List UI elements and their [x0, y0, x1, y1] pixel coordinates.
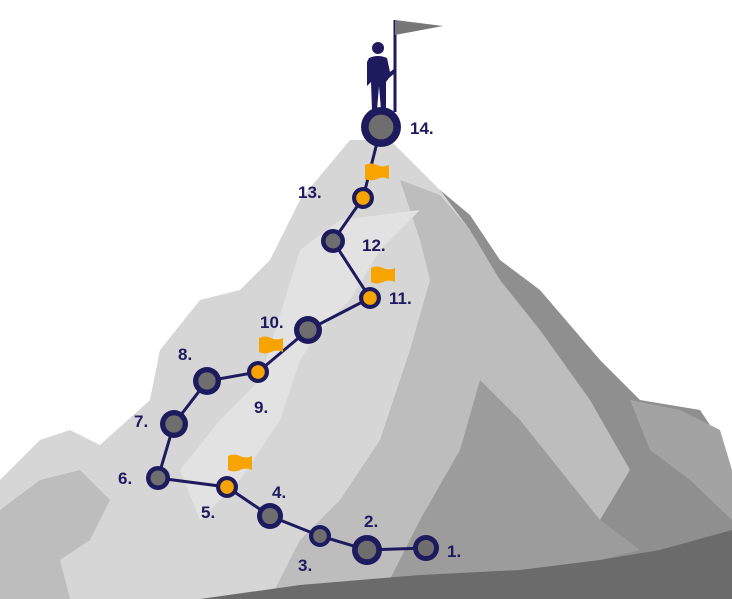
step-node-core: [220, 480, 234, 494]
step-node-core: [417, 539, 435, 557]
step-label: 2.: [364, 512, 378, 531]
step-13-node: [352, 187, 374, 209]
step-node-core: [165, 415, 183, 433]
step-node-core: [368, 114, 394, 140]
step-node-core: [251, 365, 265, 379]
step-14-node: [361, 107, 401, 147]
step-label: 12.: [362, 236, 386, 255]
step-label: 10.: [260, 313, 284, 332]
route: 1. 2. 3. 4. 5. 6. 7. 8. 9. 10. 11. 12. 13. 14.: [118, 107, 461, 575]
step-6-node: [146, 466, 170, 490]
step-node-core: [357, 540, 377, 560]
milestone-flag-icon: [371, 266, 395, 284]
step-label: 4.: [272, 483, 286, 502]
step-7-node: [160, 410, 188, 438]
step-label: 9.: [254, 398, 268, 417]
step-label: 11.: [389, 289, 412, 308]
step-label: 8.: [178, 345, 192, 364]
mountain-shadow-left: [0, 470, 110, 599]
summit-flag-icon: [395, 20, 443, 35]
step-node-core: [150, 470, 166, 486]
step-10-node: [294, 316, 322, 344]
step-node-core: [261, 507, 279, 525]
step-node-core: [325, 233, 341, 249]
mountain-highlight: [180, 210, 420, 520]
step-label: 13.: [298, 183, 322, 202]
step-node-core: [299, 321, 317, 339]
person-icon: [367, 42, 396, 110]
summit-figure: [367, 20, 443, 112]
step-label: 14.: [410, 119, 434, 138]
step-4-node: [257, 503, 283, 529]
step-label: 1.: [447, 542, 461, 561]
mountain-far-right: [630, 400, 732, 520]
step-12-node: [321, 229, 345, 253]
step-label: 6.: [118, 469, 132, 488]
step-9-node: [247, 361, 269, 383]
milestone-flag-icon: [365, 163, 389, 181]
step-5-node: [216, 476, 238, 498]
step-1-node: [413, 535, 439, 561]
step-node-core: [198, 372, 216, 390]
step-node-core: [363, 291, 377, 305]
step-2-node: [352, 535, 382, 565]
step-node-core: [313, 529, 327, 543]
mountain: [0, 140, 732, 599]
step-label: 5.: [201, 503, 215, 522]
step-node-core: [356, 191, 370, 205]
step-8-node: [193, 367, 221, 395]
milestone-flag-icon: [228, 454, 252, 472]
milestone-flag-icon: [259, 336, 283, 354]
step-11-node: [359, 287, 381, 309]
mountain-dark-face: [380, 380, 640, 599]
step-3-node: [309, 525, 331, 547]
step-label: 7.: [134, 412, 148, 431]
step-label: 3.: [298, 556, 312, 575]
mountain-foreground-dark: [200, 530, 732, 599]
